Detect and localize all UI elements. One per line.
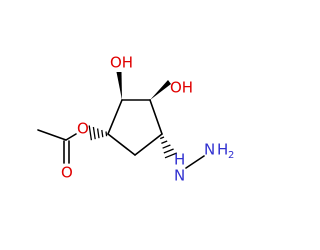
hash-bond-c5-o [88,125,108,141]
molecule-diagram: OH OH O O H N N H 2 [37,54,234,185]
structure-canvas: OH OH O O H N N H 2 [37,53,235,185]
nh2-nitrogen-label: N [204,141,215,159]
oh-upper-left-label: OH [110,54,133,72]
bond-o-carbonyl-c [65,133,77,141]
nh-hydrogen-label: H [174,151,185,169]
ring-bond-c5-c1 [107,99,123,135]
wedge-bond-c2-oh [150,80,171,100]
nh2-subscript-label: 2 [228,150,234,161]
ring-bond-c4-c5 [107,133,136,156]
oh-upper-right-label: OH [170,79,193,97]
hash-bond-c3-n [159,136,178,159]
nh2-hydrogen-label: H [217,141,228,159]
bond-n-n [185,155,205,169]
ring-bond-c3-c4 [134,133,163,156]
nh-nitrogen-label: N [174,167,185,185]
bond-carbonyl-c-methyl [37,129,67,141]
wedge-bond-c1-oh [116,72,122,100]
ring-bond-c2-c3 [149,99,163,135]
carbonyl-oxygen-label: O [61,164,73,182]
ester-oxygen-label: O [77,120,89,138]
